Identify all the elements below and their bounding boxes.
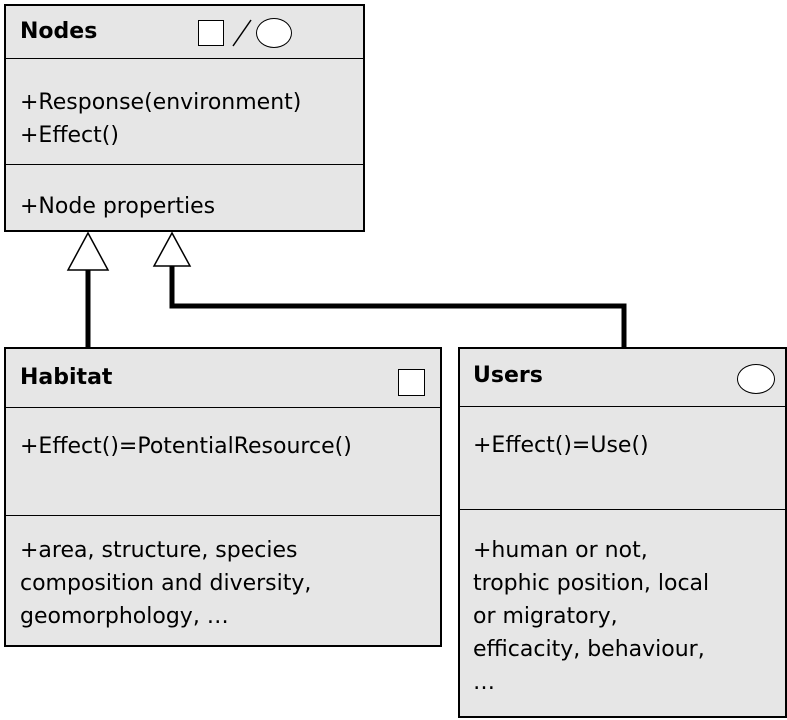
users-class: Users +Effect()=Use() +human or not, tro… bbox=[458, 347, 787, 718]
users-divider-1 bbox=[460, 406, 785, 407]
nodes-class: Nodes +Response(environment) +Effect() +… bbox=[4, 4, 365, 232]
nodes-property: +Node properties bbox=[20, 194, 216, 219]
users-divider-2 bbox=[460, 509, 785, 510]
habitat-divider-2 bbox=[6, 515, 440, 516]
habitat-inheritance-arrowhead bbox=[66, 231, 110, 271]
users-inheritance-line bbox=[169, 266, 627, 348]
habitat-property-line-3: geomorphology, … bbox=[20, 604, 229, 629]
habitat-class: Habitat +Effect()=PotentialResource() +a… bbox=[4, 347, 442, 647]
habitat-property-line-2: composition and diversity, bbox=[20, 571, 312, 596]
habitat-divider-1 bbox=[6, 407, 440, 408]
users-property-line-2: trophic position, local bbox=[473, 571, 710, 596]
nodes-divider-2 bbox=[6, 164, 363, 165]
nodes-method-response: +Response(environment) bbox=[20, 90, 302, 115]
slash-icon bbox=[232, 19, 252, 47]
users-property-line-5: … bbox=[473, 670, 495, 695]
users-class-title: Users bbox=[473, 363, 543, 388]
users-method-effect: +Effect()=Use() bbox=[473, 433, 649, 458]
habitat-class-title: Habitat bbox=[20, 365, 113, 390]
nodes-method-effect: +Effect() bbox=[20, 123, 119, 148]
habitat-generalization bbox=[66, 231, 110, 347]
nodes-divider-1 bbox=[6, 58, 363, 59]
nodes-class-title: Nodes bbox=[20, 19, 98, 44]
users-generalization bbox=[152, 231, 627, 348]
circle-icon bbox=[256, 18, 292, 48]
users-property-line-1: +human or not, bbox=[473, 538, 648, 563]
habitat-method-effect: +Effect()=PotentialResource() bbox=[20, 434, 352, 459]
square-icon bbox=[198, 20, 224, 46]
habitat-property-line-1: +area, structure, species bbox=[20, 538, 298, 563]
users-property-line-3: or migratory, bbox=[473, 604, 618, 629]
square-icon bbox=[398, 369, 425, 396]
users-property-line-4: efficacity, behaviour, bbox=[473, 637, 705, 662]
circle-icon bbox=[737, 364, 775, 394]
users-inheritance-arrowhead bbox=[152, 231, 192, 267]
